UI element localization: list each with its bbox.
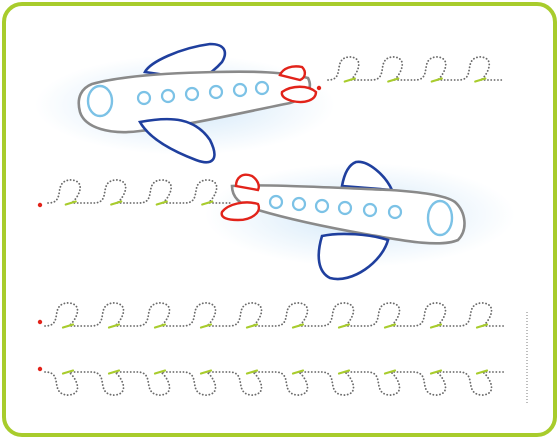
- row-2-exhaust-start-dot: [37, 202, 43, 208]
- row-4-guide-mark: [245, 369, 259, 375]
- plane-top-left-stabilizer: [280, 85, 318, 104]
- plane-top-left-fuselage: [77, 70, 312, 134]
- window-3: [184, 86, 200, 102]
- row-3-start-dot: [37, 319, 43, 325]
- plane-top-left-cockpit: [86, 84, 114, 118]
- plane-middle-right: [220, 160, 466, 281]
- row-2-exhaust-guide-mark: [110, 200, 123, 206]
- window-4b: [337, 200, 353, 216]
- row-4-guide-mark: [61, 369, 75, 375]
- plane-top-left-lower-wing: [137, 117, 216, 164]
- plane-middle-right-upper-wing: [340, 160, 395, 192]
- plane-top-left-tail-fin: [278, 65, 307, 82]
- row-3-guide-mark: [291, 323, 305, 329]
- window-6b: [387, 204, 403, 220]
- row-3-guide-mark: [199, 323, 213, 329]
- row-3-guide-mark: [429, 323, 443, 329]
- plane-middle-right-tail-fin: [234, 173, 260, 192]
- row-3-guide-mark: [245, 323, 259, 329]
- row-3-guide-mark: [383, 323, 397, 329]
- row-4-guide-mark: [429, 369, 443, 375]
- row-1-exhaust-guide-mark: [430, 77, 443, 83]
- row-3-guide-mark: [107, 323, 121, 329]
- row-4-guide-mark: [337, 369, 351, 375]
- row-1-exhaust-guide-mark: [343, 77, 356, 83]
- window-6: [254, 80, 270, 96]
- plane-middle-right-cockpit: [426, 199, 454, 237]
- row-3-guide-mark: [153, 323, 167, 329]
- window-2: [160, 88, 176, 104]
- window-3b: [314, 198, 330, 214]
- row-1-exhaust-start-dot: [316, 85, 322, 91]
- plane-middle-right-stabilizer: [220, 201, 261, 222]
- row-4-guide-mark: [153, 369, 167, 375]
- row-4-start-dot: [37, 366, 43, 372]
- window-1: [136, 90, 152, 106]
- row-4-guide-mark: [475, 369, 489, 375]
- window-1b: [268, 194, 284, 210]
- row-3-guide-mark: [475, 323, 489, 329]
- plane-middle-right-lower-wing: [317, 232, 390, 281]
- row-4-guide-mark: [383, 369, 397, 375]
- row-2-exhaust-guide-mark: [64, 200, 77, 206]
- row-2-exhaust-guide-mark: [155, 200, 168, 206]
- plane-middle-right-fuselage: [230, 184, 466, 245]
- window-5b: [362, 202, 378, 218]
- row-2-exhaust-guide-mark: [201, 200, 214, 206]
- row-4-guide-mark: [291, 369, 305, 375]
- row-1-exhaust-trace-path[interactable]: [327, 55, 503, 81]
- row-1-exhaust-guide-mark: [474, 77, 487, 83]
- row-1-exhaust-guide-mark: [387, 77, 400, 83]
- row-4-guide-mark: [199, 369, 213, 375]
- window-4: [208, 84, 224, 100]
- row-3-guide-mark: [337, 323, 351, 329]
- window-5: [232, 82, 248, 98]
- row-3-guide-mark: [61, 323, 75, 329]
- row-4-guide-mark: [107, 369, 121, 375]
- plane-top-left: [77, 42, 318, 164]
- window-2b: [291, 196, 307, 212]
